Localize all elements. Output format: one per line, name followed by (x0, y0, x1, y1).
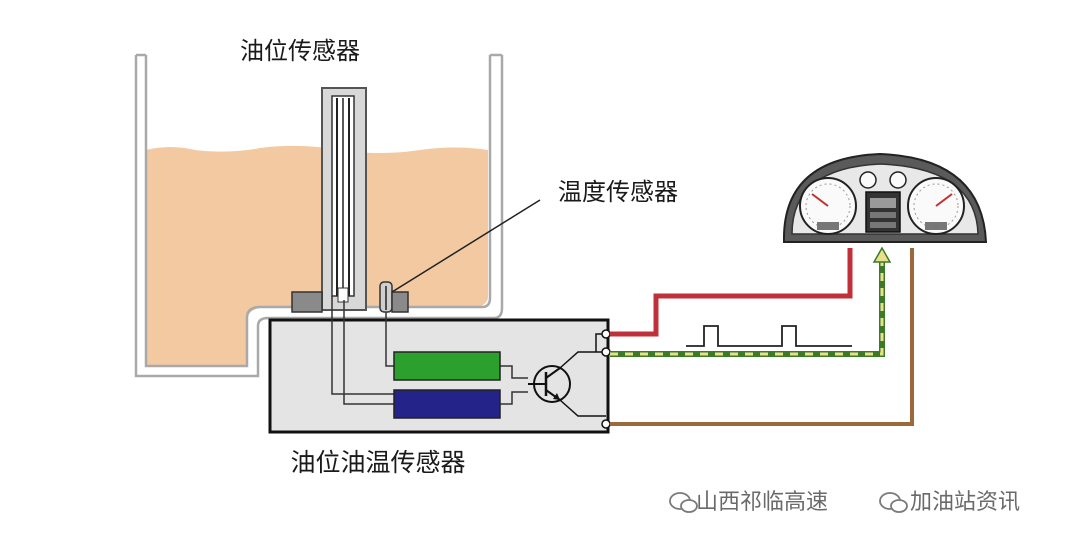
flange-right (391, 291, 409, 313)
label-combined-sensor: 油位油温传感器 (290, 448, 465, 477)
watermark: 山西祁临高速 加油站资讯 (669, 490, 1020, 515)
arrow-up-icon (872, 246, 892, 263)
temperature-probe (379, 281, 393, 313)
blue-circuit-block (393, 389, 501, 419)
fuel-tank (134, 53, 504, 378)
terminal-3 (601, 419, 611, 429)
speedometer-icon (799, 177, 857, 235)
instrument-cluster (782, 152, 988, 243)
temp-gauge-icon (889, 171, 907, 189)
oil-level-sensor (321, 87, 367, 311)
label-temperature-sensor: 温度传感器 (558, 178, 678, 206)
oil-fill (146, 145, 488, 366)
wechat-icon (879, 492, 908, 513)
signal-wires (610, 246, 914, 426)
watermark-account-left: 山西祁临高速 (696, 490, 828, 515)
brown-wire (610, 248, 914, 426)
wechat-icon (669, 492, 698, 513)
sensor-housing (268, 296, 611, 434)
tachometer-icon (907, 177, 965, 235)
fuel-gauge-icon (859, 171, 877, 189)
green-wire (610, 258, 885, 357)
red-wire (610, 248, 853, 337)
flange-left (291, 291, 323, 313)
pulse-signal (686, 325, 852, 347)
green-circuit-block (393, 351, 501, 381)
temp-leader-line (391, 199, 541, 293)
tank-wall (134, 55, 504, 378)
terminal-2 (601, 347, 611, 357)
watermark-account-right: 加油站资讯 (910, 490, 1020, 515)
transistor-icon (528, 333, 606, 417)
label-oil-level-sensor: 油位传感器 (240, 37, 360, 65)
terminal-1 (601, 329, 611, 339)
